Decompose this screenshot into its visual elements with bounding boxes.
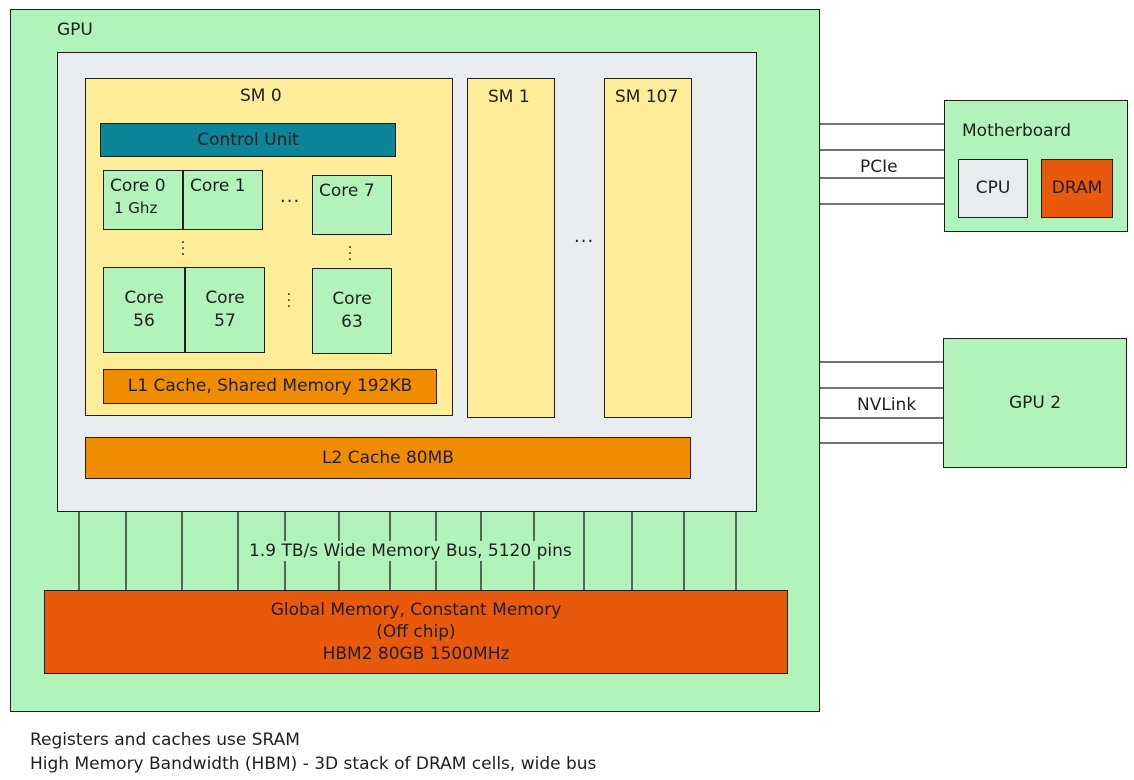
sm107-box <box>604 78 692 418</box>
core-row2-ellipsis: ··· <box>286 287 292 315</box>
gpu-label: GPU <box>57 20 93 40</box>
core-57-name: Core <box>205 288 245 309</box>
global-memory: Global Memory, Constant Memory (Off chip… <box>44 590 788 674</box>
core-1: Core 1 <box>183 170 263 230</box>
core-63-num: 63 <box>341 312 363 332</box>
global-memory-line2: (Off chip) <box>376 621 456 642</box>
core-63: Core 63 <box>312 268 392 354</box>
global-memory-line1: Global Memory, Constant Memory <box>270 599 562 620</box>
core-57-num: 57 <box>214 311 236 331</box>
core-col-ellipsis-1: ··· <box>180 235 186 263</box>
core-57: Core 57 <box>185 267 265 353</box>
core-row-ellipsis: ... <box>280 186 301 207</box>
core-0-clock: 1 Ghz <box>114 198 158 217</box>
cpu-box: CPU <box>958 159 1028 218</box>
core-63-name: Core <box>332 289 372 310</box>
core-56: Core 56 <box>103 267 185 353</box>
l1-cache: L1 Cache, Shared Memory 192KB <box>103 369 437 404</box>
global-memory-line3: HBM2 80GB 1500MHz <box>322 644 510 665</box>
core-0: Core 0 1 Ghz <box>103 170 183 230</box>
nvlink-label: NVLink <box>857 395 917 416</box>
gpu2-box: GPU 2 <box>943 338 1127 468</box>
core-56-num: 56 <box>133 311 155 331</box>
sm1-title: SM 1 <box>488 87 530 107</box>
memory-bus-label: 1.9 TB/s Wide Memory Bus, 5120 pins <box>246 541 575 562</box>
core-0-name: Core 0 <box>110 176 166 196</box>
core-56-name: Core <box>124 288 164 309</box>
control-unit: Control Unit <box>100 123 396 157</box>
sm107-title: SM 107 <box>615 87 679 107</box>
pcie-label: PCIe <box>860 157 898 178</box>
sm-ellipsis: ... <box>574 226 595 247</box>
core-1-name: Core 1 <box>190 176 246 196</box>
motherboard-label: Motherboard <box>962 121 1072 141</box>
note-hbm: High Memory Bandwidth (HBM) - 3D stack o… <box>30 754 597 774</box>
note-sram: Registers and caches use SRAM <box>30 730 300 750</box>
dram-box: DRAM <box>1041 159 1113 218</box>
l2-cache: L2 Cache 80MB <box>85 437 691 479</box>
sm0-title: SM 0 <box>240 86 282 106</box>
core-7: Core 7 <box>312 175 392 235</box>
core-col-ellipsis-2: ··· <box>347 240 353 268</box>
core-7-name: Core 7 <box>319 181 375 201</box>
sm1-box <box>467 78 555 418</box>
